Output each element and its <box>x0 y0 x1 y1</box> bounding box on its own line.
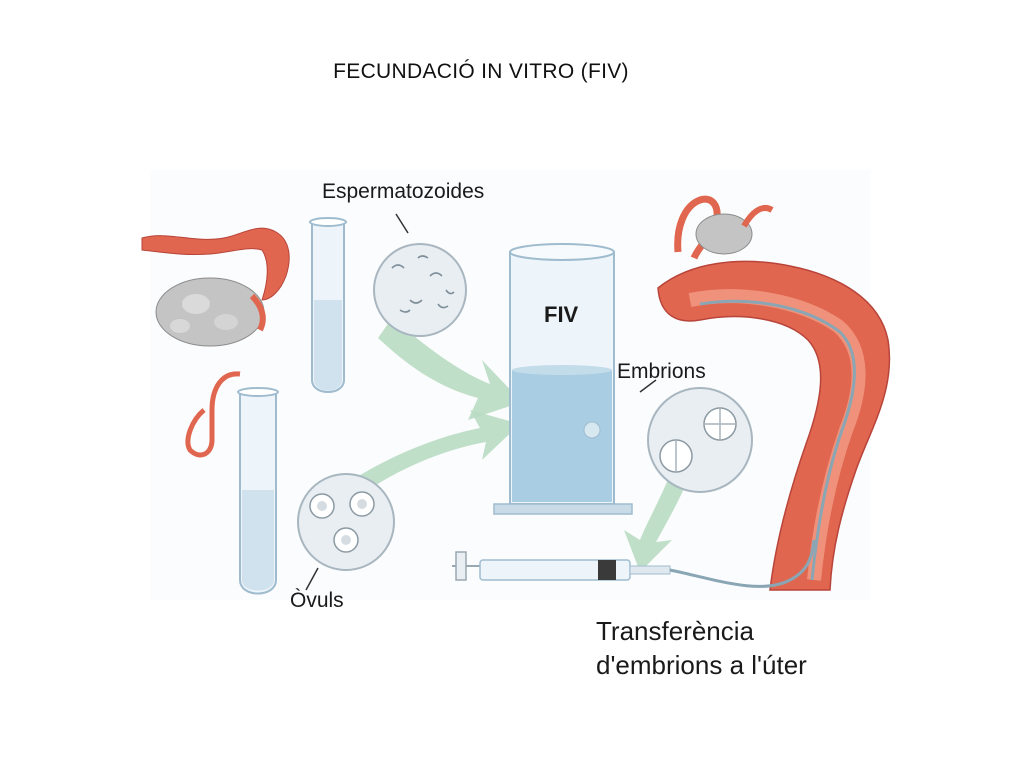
ovule-magnifier <box>297 473 395 591</box>
arrow-fiv-to-syringe <box>624 470 692 572</box>
label-ovules: Òvuls <box>290 589 344 612</box>
page-title: FECUNDACIÓ IN VITRO (FIV) <box>333 60 629 83</box>
ovule-test-tube <box>237 387 279 595</box>
label-transfer-line1: Transferència <box>596 616 754 646</box>
ovary-top <box>141 227 290 347</box>
sperm-test-tube <box>309 217 347 393</box>
label-transfer-line2: d'embrions a l'úter <box>596 650 807 680</box>
sperm-magnifier <box>373 213 467 337</box>
embryo-magnifier <box>639 379 753 493</box>
fiv-beaker <box>493 243 633 515</box>
fallopian-tube-lower <box>185 371 241 458</box>
uterus <box>657 195 891 591</box>
arrow-sperm-to-fiv <box>378 318 522 420</box>
label-embryos: Embrions <box>617 360 706 383</box>
label-transfer: Transferència d'embrions a l'úter <box>596 614 807 682</box>
syringe <box>452 539 816 588</box>
label-sperm: Espermatozoides <box>322 180 485 203</box>
label-fiv: FIV <box>544 302 579 327</box>
